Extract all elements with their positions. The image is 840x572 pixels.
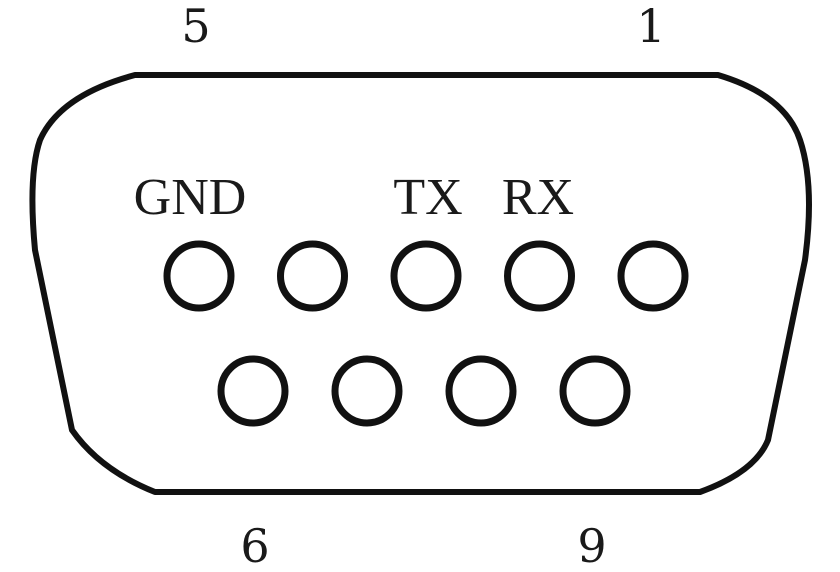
pin-6 bbox=[217, 355, 289, 427]
pin-9 bbox=[559, 355, 631, 427]
pin-number-6: 6 bbox=[240, 519, 269, 572]
pin-1 bbox=[617, 240, 689, 312]
pin-number-1: 1 bbox=[636, 0, 665, 53]
bottom-pin-row bbox=[217, 355, 631, 427]
signal-label-tx: TX bbox=[393, 169, 462, 226]
top-pin-row bbox=[163, 240, 689, 312]
pin-8 bbox=[445, 355, 517, 427]
pin-3 bbox=[390, 240, 462, 312]
pin-number-9: 9 bbox=[577, 519, 606, 572]
pin-4 bbox=[277, 240, 348, 312]
pin-5 bbox=[163, 240, 235, 312]
pin-2 bbox=[504, 240, 575, 312]
signal-label-gnd: GND bbox=[134, 169, 247, 226]
pin-7 bbox=[331, 355, 403, 427]
pin-number-5: 5 bbox=[181, 0, 210, 53]
signal-label-rx: RX bbox=[502, 169, 574, 226]
